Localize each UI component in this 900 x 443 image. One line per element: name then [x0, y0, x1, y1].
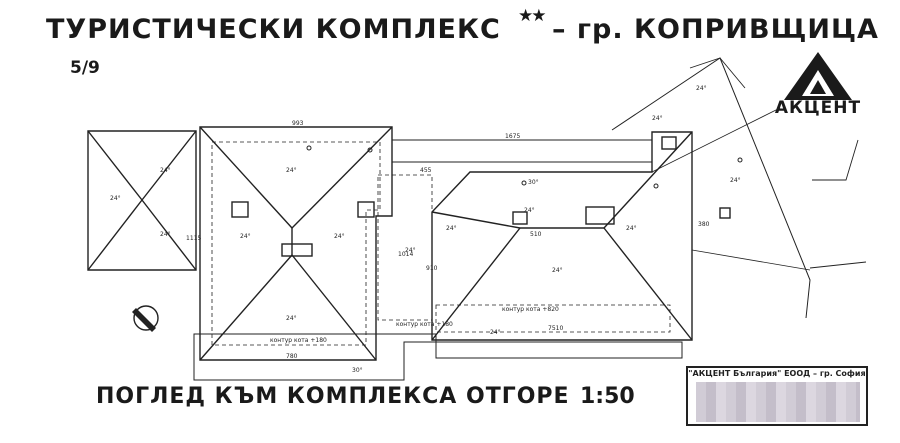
redacted-area [696, 382, 860, 422]
connector-roof [391, 139, 653, 163]
drawing-title: ТУРИСТИЧЕСКИ КОМПЛЕКС [46, 14, 501, 45]
logo-name: АКЦЕНТ [774, 98, 862, 118]
dimension-label: 380 [698, 221, 710, 228]
slope-label: 24° [524, 207, 535, 214]
slope-label: 24° [446, 225, 457, 232]
slope-label: 24° [696, 85, 707, 92]
contour-note: контур кота +820 [502, 306, 559, 313]
dimension-label: 7510 [548, 325, 563, 332]
slope-label: 24° [286, 167, 297, 174]
view-caption: ПОГЛЕД КЪМ КОМПЛЕКСА ОТГОРЕ [96, 384, 570, 409]
dimension-label: 455 [420, 167, 432, 174]
contour-note: контур кота +180 [270, 337, 327, 344]
slope-label: 24° [160, 231, 171, 238]
slope-label: 24° [552, 267, 563, 274]
akcent-logo-icon [784, 52, 852, 100]
slope-label: 30° [352, 367, 363, 374]
lower-skirt [193, 333, 683, 381]
slope-label: 24° [286, 315, 297, 322]
dimension-label: 1014 [398, 251, 413, 258]
slope-label: 24° [160, 167, 171, 174]
slope-label: 24° [405, 247, 416, 254]
north-arrow-circle [133, 305, 159, 331]
title-block: "АКЦЕНТ България" ЕООД – гр. София [686, 366, 868, 426]
star-rating: ★★ [518, 6, 547, 26]
slope-label: 24° [652, 115, 663, 122]
drawing-scale: 1:50 [580, 384, 635, 409]
slope-label: 30° [528, 179, 539, 186]
dimension-label: 780 [286, 353, 298, 360]
right-block-roof [431, 131, 693, 341]
slope-label: 24° [110, 195, 121, 202]
slope-label: 24° [730, 177, 741, 184]
contour-note: контур кота +180 [396, 321, 453, 328]
dimension-label: 510 [530, 231, 542, 238]
drawing-town: – гр. КОПРИВЩИЦА [552, 14, 879, 45]
dimension-label: 1675 [505, 133, 520, 140]
slope-label: 24° [626, 225, 637, 232]
dimension-label: 910 [426, 265, 438, 272]
north-arrow-icon [132, 308, 156, 332]
slope-label: 24° [334, 233, 345, 240]
dimension-label: 993 [292, 120, 304, 127]
slope-label: 24° [240, 233, 251, 240]
sheet-number: 5/9 [70, 58, 100, 78]
slope-label: 24° [490, 329, 501, 336]
dimension-label: 1115 [186, 235, 201, 242]
title-block-company: "АКЦЕНТ България" ЕООД – гр. София [688, 369, 866, 378]
